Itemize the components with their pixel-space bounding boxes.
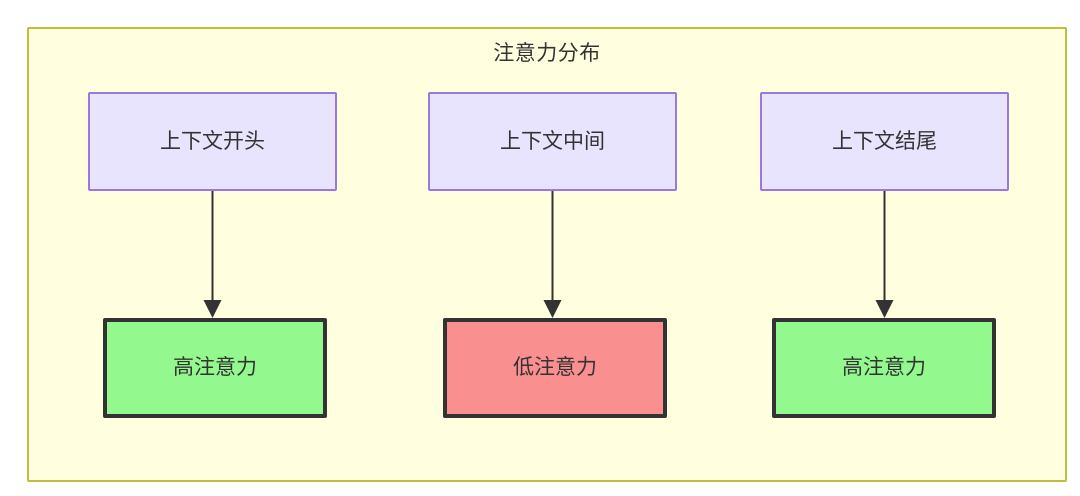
node-high-attention-end[interactable]: 高注意力: [772, 318, 996, 418]
node-high-attention-start-label: 高注意力: [173, 356, 257, 379]
node-high-attention-end-label: 高注意力: [842, 356, 926, 379]
node-context-middle-label: 上下文中间: [500, 129, 605, 153]
node-low-attention-middle[interactable]: 低注意力: [443, 318, 667, 418]
node-high-attention-start[interactable]: 高注意力: [103, 318, 327, 418]
node-context-middle[interactable]: 上下文中间: [428, 92, 677, 191]
node-context-start-label: 上下文开头: [160, 129, 265, 153]
node-low-attention-middle-label: 低注意力: [513, 356, 597, 379]
node-context-end-label: 上下文结尾: [832, 129, 937, 153]
node-context-end[interactable]: 上下文结尾: [760, 92, 1009, 191]
subgraph-title: 注意力分布: [493, 42, 601, 65]
node-context-start[interactable]: 上下文开头: [88, 92, 337, 191]
